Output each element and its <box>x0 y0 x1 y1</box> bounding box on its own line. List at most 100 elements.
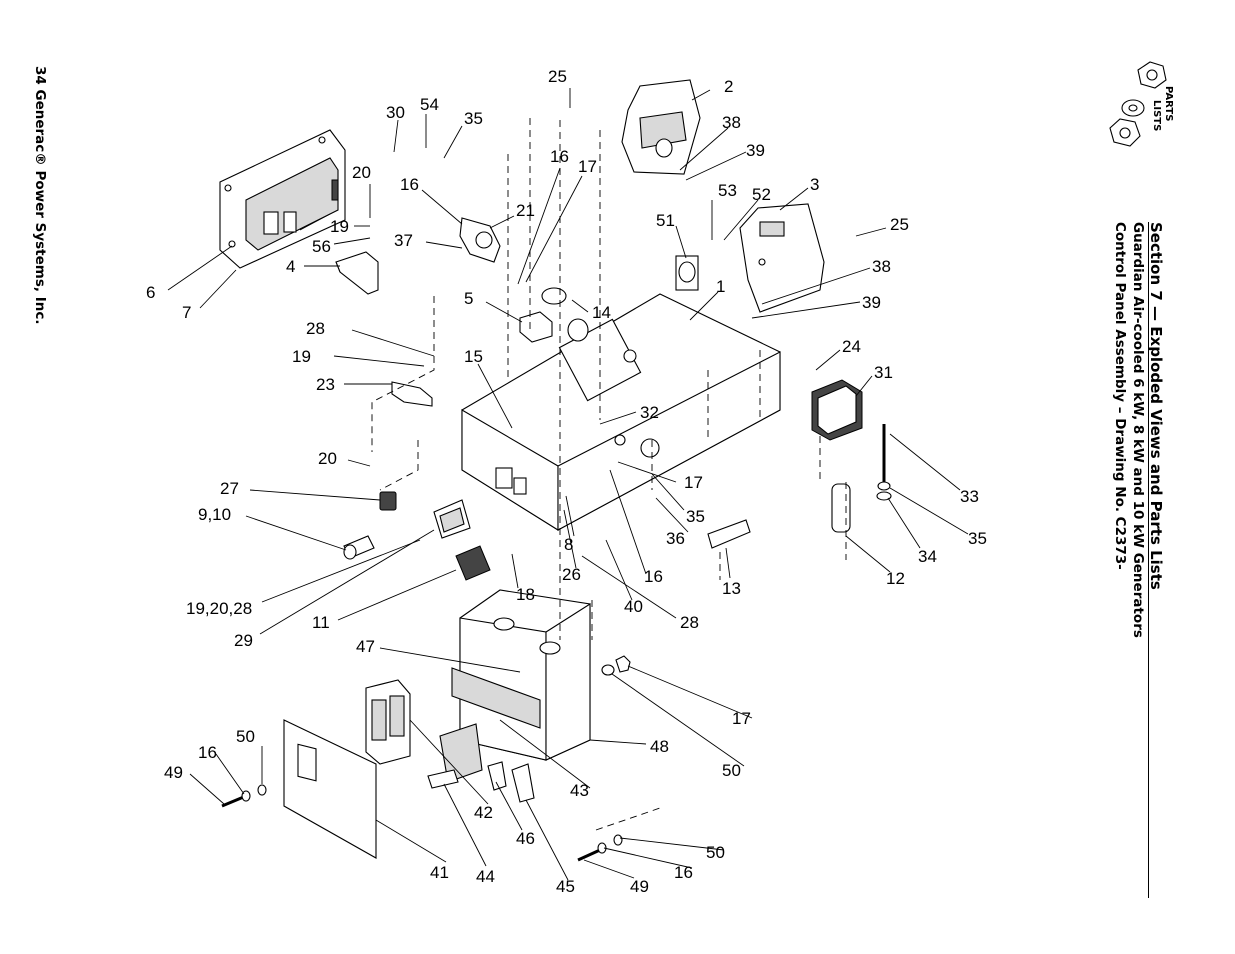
callout-16d: 16 <box>198 743 217 762</box>
terminal-block-13 <box>707 519 751 549</box>
callout-53: 53 <box>718 181 737 200</box>
callout-29: 29 <box>234 631 253 650</box>
logo-label-lists: LISTS <box>1151 100 1162 132</box>
callout-16e: 16 <box>674 863 693 882</box>
leader-lines <box>167 88 969 881</box>
junction-box-48 <box>451 589 591 761</box>
long-bolt-33 <box>876 424 892 501</box>
callout-3: 3 <box>810 175 819 194</box>
callout-25b: 25 <box>890 215 909 234</box>
callout-2: 2 <box>724 77 733 96</box>
callout-30: 30 <box>386 103 405 122</box>
callout-17b: 17 <box>684 473 703 492</box>
callout-54: 54 <box>420 95 439 114</box>
callout-6: 6 <box>146 283 155 302</box>
bracket-4 <box>335 251 379 295</box>
callout-19b: 19 <box>292 347 311 366</box>
callout-56: 56 <box>312 237 331 256</box>
callout-23: 23 <box>316 375 335 394</box>
fasteners-left <box>221 784 267 808</box>
section-title: Section 7 — Exploded Views and Parts Lis… <box>1147 222 1165 590</box>
callout-43: 43 <box>570 781 589 800</box>
callout-47: 47 <box>356 637 375 656</box>
logo-label-parts: PARTS <box>1163 86 1174 122</box>
callout-39: 39 <box>746 141 765 160</box>
callout-7: 7 <box>182 303 191 322</box>
callout-17: 17 <box>578 157 597 176</box>
standoff-12 <box>831 483 851 533</box>
callout-52: 52 <box>752 185 771 204</box>
callout-46: 46 <box>516 829 535 848</box>
callout-16: 16 <box>550 147 569 166</box>
callout-50c: 50 <box>706 843 725 862</box>
panel-bottom-face <box>557 351 781 531</box>
nut-washer-17-50 <box>601 655 631 676</box>
callout-49b: 49 <box>630 877 649 896</box>
callout-28: 28 <box>306 319 325 338</box>
callout-15: 15 <box>464 347 483 366</box>
callout-9-10: 9,10 <box>198 505 231 524</box>
cover-plate-2 <box>621 79 701 175</box>
clip-45-46 <box>487 761 535 803</box>
callout-34: 34 <box>918 547 937 566</box>
bracket-23 <box>391 381 433 407</box>
transformer-51 <box>675 255 699 291</box>
fasteners-right <box>577 834 623 862</box>
callout-16b: 16 <box>400 175 419 194</box>
callout-11: 11 <box>312 613 330 632</box>
parts-lists-logo <box>1109 61 1167 147</box>
callout-36: 36 <box>666 529 685 548</box>
callout-38: 38 <box>722 113 741 132</box>
callout-12: 12 <box>886 569 905 588</box>
callout-44: 44 <box>476 867 495 886</box>
callout-48: 48 <box>650 737 669 756</box>
callout-32: 32 <box>640 403 659 422</box>
mount-plate-21 <box>459 217 501 263</box>
breaker-29 <box>433 499 471 539</box>
callout-40: 40 <box>624 597 643 616</box>
breaker-42 <box>365 679 411 765</box>
callout-20b: 20 <box>318 449 337 468</box>
cover-plate-3 <box>739 203 825 313</box>
callout-26: 26 <box>562 565 581 584</box>
callout-49: 49 <box>164 763 183 782</box>
terminal-strip-43 <box>439 723 483 783</box>
callout-17c: 17 <box>732 709 751 728</box>
subtitle-line-2: Control Panel Assembly – Drawing No. C23… <box>1112 222 1128 570</box>
callout-5: 5 <box>464 289 473 308</box>
callout-45: 45 <box>556 877 575 896</box>
callout-20: 20 <box>352 163 371 182</box>
assembly-dash-lines <box>371 118 847 831</box>
callout-35b: 35 <box>686 507 705 526</box>
pcb-relay <box>263 211 279 235</box>
pcb-relay-2 <box>283 211 297 233</box>
callout-33: 33 <box>960 487 979 506</box>
callout-1: 1 <box>716 277 725 296</box>
callout-8: 8 <box>564 535 573 554</box>
callout-50: 50 <box>236 727 255 746</box>
callout-21: 21 <box>516 201 535 220</box>
callout-35c: 35 <box>968 529 987 548</box>
callout-19: 19 <box>330 217 349 236</box>
circuit-board-assembly <box>219 129 346 269</box>
callout-18: 18 <box>516 585 535 604</box>
callout-51: 51 <box>656 211 675 230</box>
callout-35: 35 <box>464 109 483 128</box>
subtitle-line-1: Guardian Air-cooled 6 kW, 8 kW and 10 kW… <box>1130 222 1146 638</box>
callout-labels: 25 2 38 39 30 54 35 16 17 20 19 16 21 56… <box>146 67 987 896</box>
switch-27 <box>379 491 397 511</box>
callout-28b: 28 <box>680 613 699 632</box>
control-panel-box-1 <box>461 293 781 531</box>
callout-37: 37 <box>394 231 413 250</box>
callout-50b: 50 <box>722 761 741 780</box>
callout-19-20-28: 19,20,28 <box>186 599 252 618</box>
callout-41: 41 <box>430 863 449 882</box>
cover-plate-41 <box>283 719 377 859</box>
callout-25: 25 <box>548 67 567 86</box>
callout-42: 42 <box>474 803 493 822</box>
callout-13: 13 <box>722 579 741 598</box>
bracket-44 <box>427 769 459 789</box>
pcb-connector <box>331 179 339 201</box>
callout-4: 4 <box>286 257 295 276</box>
